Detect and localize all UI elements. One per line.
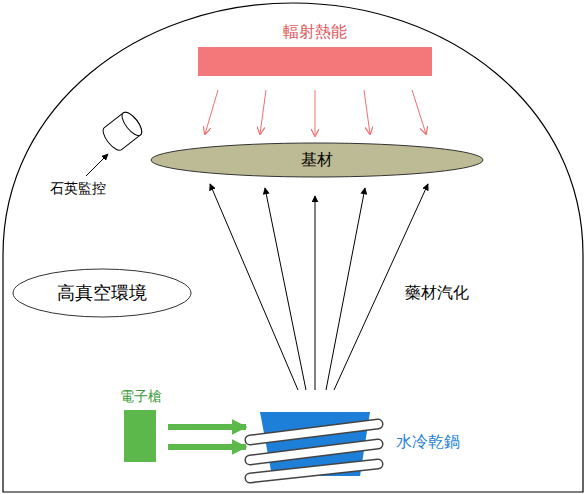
- crucible: 水冷乾鍋: [256, 410, 374, 480]
- electron-beam: [168, 444, 246, 450]
- electron-beam: [168, 424, 246, 430]
- gun-body: [124, 410, 156, 462]
- vapor-arrow: [315, 196, 316, 390]
- part-heading: 電子槍: [120, 388, 162, 464]
- ellipse-outline: [151, 143, 483, 177]
- node-label: 高真空環境: [57, 282, 147, 304]
- part-heading: 輻射熱能: [283, 22, 347, 44]
- quartz-monitor: [100, 109, 146, 153]
- crucible-shape: [256, 410, 374, 480]
- part-heading: 水冷乾鍋: [396, 432, 460, 451]
- process-label: 藥材汽化: [405, 283, 469, 302]
- substrate: 基材: [150, 142, 484, 178]
- node-label: 基材: [301, 150, 333, 169]
- heat-bar: [198, 47, 432, 76]
- callout-label: 石英監控: [50, 180, 106, 197]
- cooling-coil: [250, 424, 378, 478]
- electron-gun: 電子槍: [118, 388, 164, 464]
- vacuum-region: 高真空環境: [12, 268, 192, 318]
- heat-source: 輻射熱能: [198, 22, 432, 78]
- vacuum-chamber: [3, 3, 583, 492]
- ellipse-outline: [13, 269, 191, 317]
- heat-arrow: [315, 90, 316, 136]
- leader-line: [86, 154, 108, 176]
- vapor-arrows: [210, 184, 428, 390]
